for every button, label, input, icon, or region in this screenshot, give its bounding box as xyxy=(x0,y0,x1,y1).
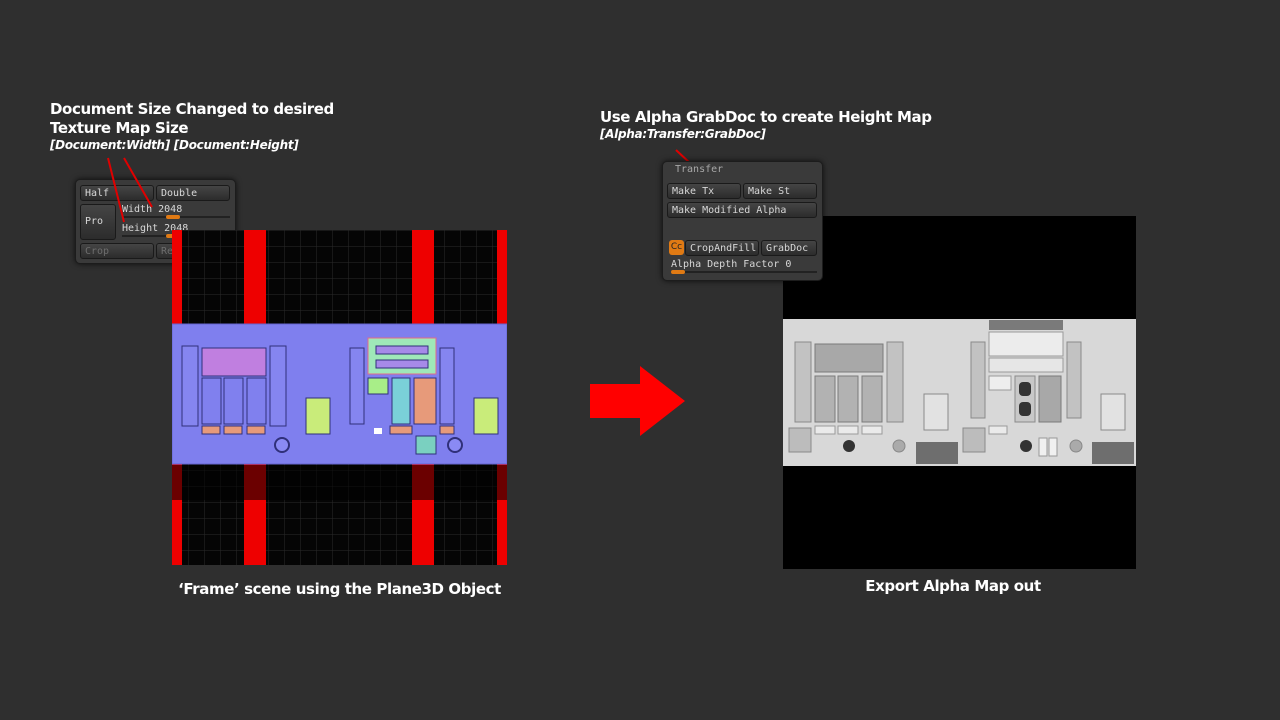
pro-button[interactable]: Pro xyxy=(80,204,116,240)
height-label: Height xyxy=(122,223,159,234)
height-map-render xyxy=(783,216,1136,569)
crop-and-fill-button[interactable]: CropAndFill xyxy=(685,240,759,256)
width-label: Width xyxy=(122,204,153,215)
make-st-button[interactable]: Make St xyxy=(743,183,817,199)
width-slider[interactable]: Width 2048 xyxy=(122,203,230,219)
transfer-header[interactable]: Transfer xyxy=(675,164,724,175)
width-value: 2048 xyxy=(158,204,183,215)
cc-icon[interactable]: Cc xyxy=(669,240,684,255)
transfer-panel: Transfer Make Tx Make St Make Modified A… xyxy=(662,161,823,281)
export-alpha-caption: Export Alpha Map out xyxy=(865,577,1041,595)
make-modified-alpha-button[interactable]: Make Modified Alpha xyxy=(667,202,817,218)
right-arrow-icon xyxy=(590,366,685,436)
crop-button[interactable]: Crop xyxy=(80,243,154,259)
alpha-depth-factor-slider[interactable]: Alpha Depth Factor 0 xyxy=(671,258,817,274)
frame-scene-viewport xyxy=(172,230,507,565)
grabdoc-subtitle: [Alpha:Transfer:GrabDoc] xyxy=(600,127,766,141)
alpha-depth-factor-value: 0 xyxy=(785,259,792,270)
document-size-title-line2: Texture Map Size xyxy=(50,119,189,137)
alpha-depth-factor-label: Alpha Depth Factor xyxy=(671,259,780,270)
document-size-title-line1: Document Size Changed to desired xyxy=(50,100,334,118)
grabdoc-title: Use Alpha GrabDoc to create Height Map xyxy=(600,108,932,126)
double-button[interactable]: Double xyxy=(156,185,230,201)
height-map-preview xyxy=(783,216,1136,569)
frame-scene-caption: ‘Frame’ scene using the Plane3D Object xyxy=(178,580,501,598)
document-size-subtitle: [Document:Width] [Document:Height] xyxy=(50,138,299,152)
half-button[interactable]: Half xyxy=(80,185,154,201)
make-tx-button[interactable]: Make Tx xyxy=(667,183,741,199)
frame-scene-render xyxy=(172,230,507,565)
grabdoc-button[interactable]: GrabDoc xyxy=(761,240,817,256)
height-value: 2048 xyxy=(164,223,189,234)
